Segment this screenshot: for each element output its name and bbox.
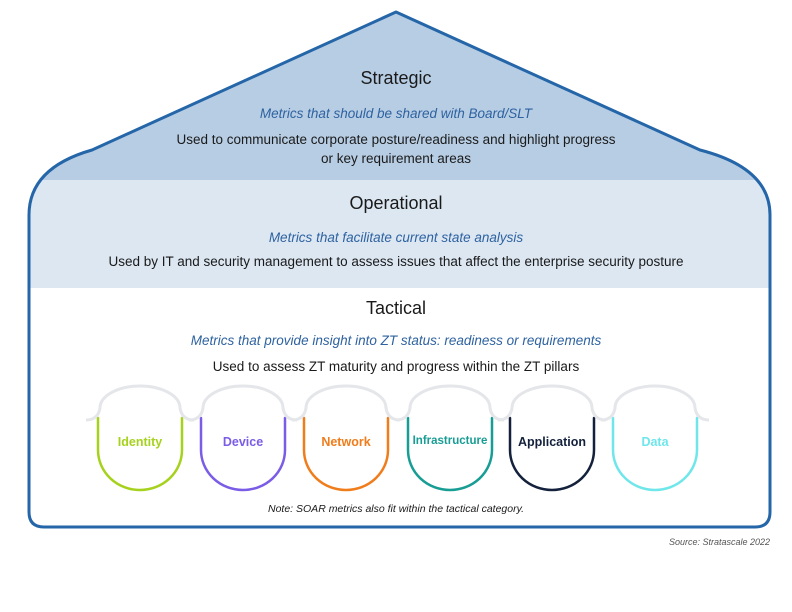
tactical-subtitle: Metrics that provide insight into ZT sta… <box>190 333 602 348</box>
source-text: Source: Stratascale 2022 <box>668 537 770 547</box>
pillars-group <box>85 384 710 492</box>
pillar-network-shape <box>302 416 390 492</box>
pillar-device-label: Device <box>222 435 264 449</box>
operational-title: Operational <box>349 193 443 213</box>
operational-subtitle: Metrics that facilitate current state an… <box>268 230 524 245</box>
tactical-description: Used to assess ZT maturity and progress … <box>212 359 580 374</box>
pillar-infrastructure-label: Infrastructure <box>412 435 488 447</box>
pillar-identity-shape <box>96 416 184 492</box>
pillar-application-label: Application <box>517 435 587 449</box>
tactical-band <box>29 288 770 527</box>
pillar-device-shape <box>199 416 287 492</box>
pillar-infrastructure-shape <box>406 416 494 492</box>
strategic-description-line1: Used to communicate corporate posture/re… <box>176 132 616 147</box>
pillar-network-cap <box>291 384 401 422</box>
strategic-title: Strategic <box>360 68 432 88</box>
tactical-title: Tactical <box>365 298 427 318</box>
operational-description: Used by IT and security management to as… <box>108 254 684 269</box>
pillar-data-shape <box>611 416 699 492</box>
strategic-subtitle: Metrics that should be shared with Board… <box>259 106 533 121</box>
pillar-device-cap <box>188 384 298 422</box>
pillar-data-label: Data <box>641 435 669 449</box>
strategic-description-line2: or key requirement areas <box>320 151 472 166</box>
pillar-identity-label: Identity <box>117 435 163 449</box>
operational-band <box>29 180 770 288</box>
pillar-identity-cap <box>85 384 195 422</box>
note-text: Note: SOAR metrics also fit within the t… <box>268 503 524 515</box>
pillar-infrastructure-cap <box>395 384 505 422</box>
pillar-network-label: Network <box>321 435 371 449</box>
pillar-application-shape <box>508 416 596 492</box>
pillar-application-cap <box>497 384 607 422</box>
house-outline <box>27 10 772 529</box>
pillar-data-cap <box>600 384 710 422</box>
